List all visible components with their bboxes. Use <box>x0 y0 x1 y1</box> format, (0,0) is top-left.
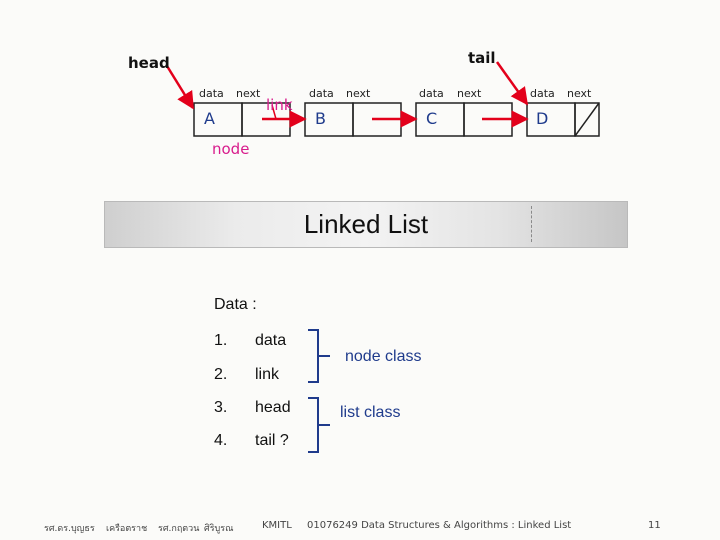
footer-author: ศิริบูรณ <box>204 524 234 534</box>
page-number: 11 <box>648 520 661 531</box>
tail-arrow <box>495 61 529 106</box>
field-next-label-a: next <box>236 87 261 100</box>
banner-divider <box>531 206 532 242</box>
link-pointer <box>271 104 277 120</box>
title-banner: Linked List <box>104 201 628 248</box>
node-label: node <box>212 140 250 158</box>
list-item-number: 3. <box>214 399 228 416</box>
field-next-label-d: next <box>567 87 592 100</box>
list-item-text: tail ? <box>255 432 289 449</box>
footer-author: เครือตราช <box>106 524 148 534</box>
list-item-text: link <box>255 366 280 383</box>
field-next-label-c: next <box>457 87 482 100</box>
field-data-label-c: data <box>419 87 444 100</box>
footer-author: รศ.กฤตวน <box>158 524 200 534</box>
page-title: Linked List <box>303 209 429 239</box>
field-data-label-a: data <box>199 87 224 100</box>
node-value-d: D <box>536 109 549 128</box>
footer-course: 01076249 Data Structures & Algorithms : … <box>307 520 572 531</box>
node-value-b: B <box>315 109 326 128</box>
node-value-c: C <box>426 109 438 128</box>
list-class-label: list class <box>340 404 401 421</box>
node-value-a: A <box>204 109 215 128</box>
node-box-d <box>526 102 600 137</box>
list-item-text: data <box>255 332 287 349</box>
field-data-label-d: data <box>530 87 555 100</box>
list-item-text: head <box>255 399 291 416</box>
footer-institute: KMITL <box>262 520 292 531</box>
list-class-bracket <box>308 397 330 453</box>
link-label: link <box>266 96 293 114</box>
content-heading: Data : <box>214 296 257 313</box>
node-class-label: node class <box>345 348 422 365</box>
list-item-number: 4. <box>214 432 228 449</box>
tail-label: tail <box>468 49 496 67</box>
head-arrow <box>165 65 195 110</box>
head-label: head <box>128 54 170 72</box>
list-item-number: 2. <box>214 366 228 383</box>
list-item-number: 1. <box>214 332 228 349</box>
field-data-label-b: data <box>309 87 334 100</box>
node-class-bracket <box>308 329 330 383</box>
field-next-label-b: next <box>346 87 371 100</box>
footer-author: รศ.ดร.บุญธร <box>44 524 95 534</box>
